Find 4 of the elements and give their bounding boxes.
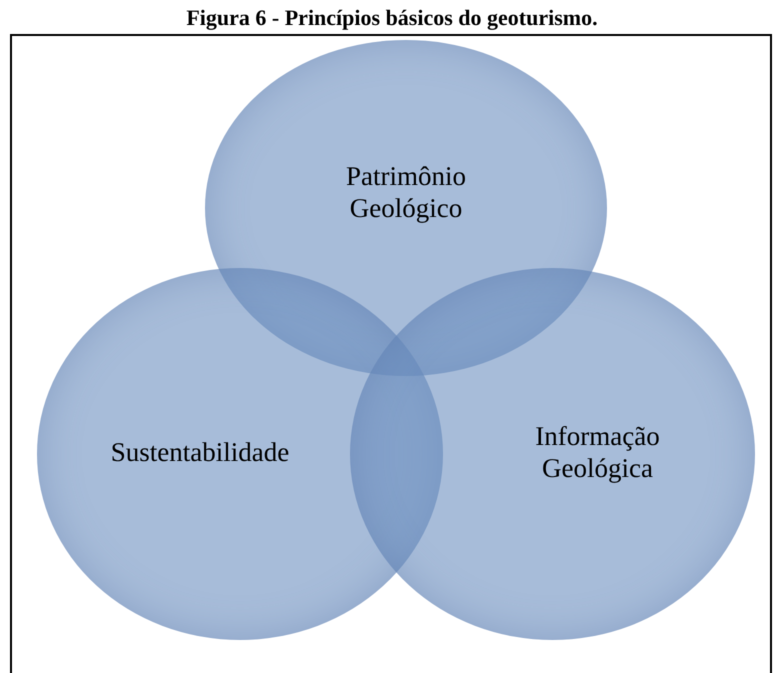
- figure-title: Figura 6 - Princípios básicos do geoturismo.: [185, 4, 599, 32]
- circle-label: Informação Geológica: [534, 420, 661, 485]
- circle-label: Sustentabilidade: [110, 436, 290, 468]
- circle-label: Patrimônio Geológico: [345, 160, 467, 225]
